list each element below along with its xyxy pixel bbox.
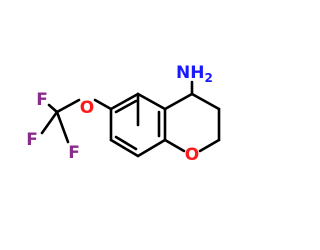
fluorine-left-atom-label: F (26, 130, 38, 150)
diagram-background (0, 0, 250, 250)
bond-c4a-c5 (136, 92, 167, 111)
bond-c4a-c4 (163, 92, 194, 111)
bond-c2-o1 (198, 138, 221, 153)
bond-c6-o (93, 98, 113, 111)
hydrogen-symbol: H (190, 63, 204, 83)
ether-oxygen-atom-label: O (80, 98, 94, 118)
ring-oxygen-atom-label: O (185, 145, 199, 165)
hydrogen-count-subscript: 2 (204, 71, 212, 85)
bond-c-f-bottom (55, 110, 70, 144)
molecule-structure-diagram: NH2 O O F F F (0, 0, 250, 250)
aromatic-inner-bond-1 (114, 99, 138, 114)
nitrogen-symbol: N (176, 63, 190, 83)
atom-labels: NH2 O O F F F (26, 63, 213, 165)
bond-c5-c6 (109, 92, 140, 111)
fluorine-bottom-atom-label: F (68, 143, 80, 163)
bond-c-f-top (47, 103, 59, 114)
fluorine-top-atom-label: F (36, 90, 48, 110)
bond-o-cf3 (55, 98, 81, 114)
bond-o1-c8a (163, 138, 186, 153)
bond-c4-c3 (190, 92, 221, 111)
bond-lines (40, 80, 221, 158)
bond-c8-c8a (136, 138, 167, 158)
nitrogen-atom-label: NH2 (176, 63, 213, 85)
aromatic-inner-bond-2 (114, 135, 138, 151)
bond-c-f-left (40, 110, 59, 135)
bond-c7-c8 (109, 138, 140, 158)
